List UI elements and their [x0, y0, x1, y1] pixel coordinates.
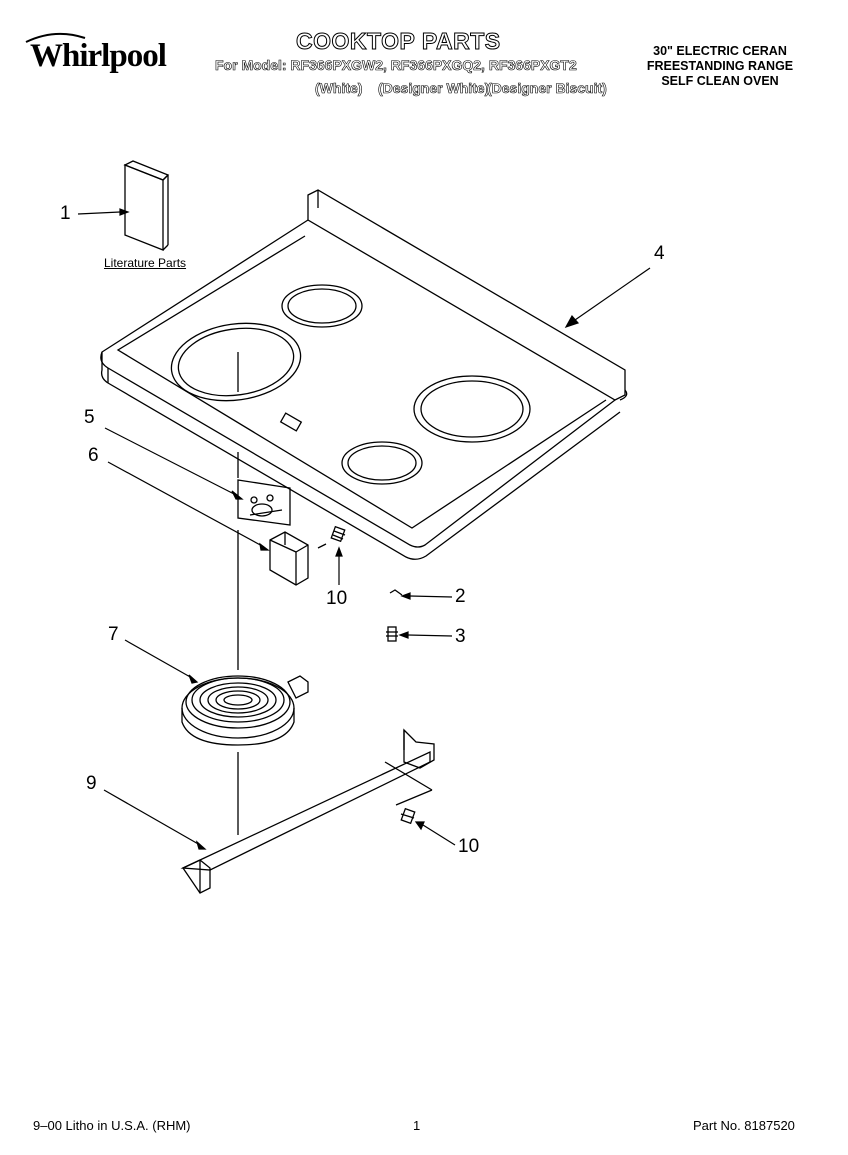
callout-10-upper: 10: [326, 588, 348, 609]
clip-part-drawing: [389, 589, 403, 596]
callout-4: 4: [654, 243, 665, 264]
screw-3-drawing: [386, 626, 398, 642]
callout-leaders: [77, 208, 651, 850]
logo-swoosh: [25, 32, 86, 43]
callout-6: 6: [88, 445, 99, 466]
literature-booklet-drawing: [123, 160, 170, 251]
screw-lower-drawing: [400, 807, 416, 825]
support-bar-drawing: [180, 728, 435, 894]
callout-7: 7: [108, 624, 119, 645]
description-line-3: SELF CLEAN OVEN: [661, 74, 779, 88]
screw-upper-drawing: [330, 525, 346, 543]
callout-10-lower: 10: [458, 836, 480, 857]
callout-3: 3: [455, 626, 466, 647]
callout-2: 2: [455, 586, 466, 607]
color-white-label: (White): [315, 80, 363, 97]
literature-parts-label: Literature Parts: [104, 256, 187, 270]
callout-9: 9: [86, 773, 97, 794]
sensor-part-drawing: [237, 479, 291, 526]
cooktop-drawing: [100, 189, 628, 560]
part-number: Part No. 8187520: [693, 1118, 795, 1133]
callout-1: 1: [60, 203, 71, 224]
heating-element-drawing: [181, 675, 309, 746]
callout-5: 5: [84, 407, 95, 428]
description-line-1: 30" ELECTRIC CERAN: [653, 44, 787, 58]
description-line-2: FREESTANDING RANGE: [646, 59, 794, 73]
model-list: For Model: RF366PXGW2, RF366PXGQ2, RF366…: [215, 57, 577, 74]
color-designer-biscuit-label: (Designer Biscuit): [487, 80, 607, 97]
page-number: 1: [413, 1118, 421, 1133]
brand-logo: Whirlpool: [30, 38, 167, 74]
bracket-part-drawing: [269, 531, 327, 586]
color-designer-white-label: (Designer White): [378, 80, 490, 97]
page-title: COOKTOP PARTS: [296, 28, 501, 55]
litho-note: 9–00 Litho in U.S.A. (RHM): [33, 1118, 191, 1133]
